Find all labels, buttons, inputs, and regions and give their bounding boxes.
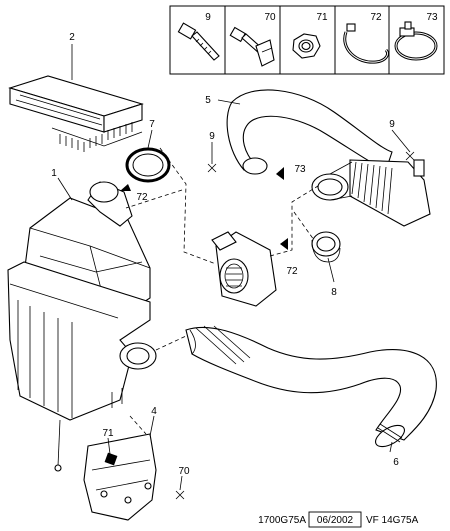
air-filter-element [8, 75, 144, 152]
panel-label-worm-clamp: 73 [426, 12, 438, 23]
mounting-bracket [83, 433, 157, 521]
bracket-nut-marker [104, 452, 118, 466]
callout-72-meter: 72 [286, 266, 298, 277]
upper-air-duct [226, 89, 431, 227]
pointer-markers [120, 151, 415, 500]
callout-71: 71 [102, 428, 114, 439]
callout-1: 1 [51, 168, 57, 179]
callout-7: 7 [149, 119, 155, 130]
footer-ref-code: 1700G75A [258, 515, 306, 526]
panel-label-screw: 9 [205, 12, 211, 23]
lower-air-duct [185, 325, 437, 448]
hose-clamp-icon [343, 23, 390, 64]
air-filter-housing [7, 181, 157, 472]
leader-lines [57, 44, 411, 491]
panel-label-bolt: 70 [264, 12, 276, 23]
callout-labels: 2 7 72 1 5 9 73 9 72 8 4 71 70 6 [51, 32, 399, 477]
assembly-lines [125, 147, 319, 435]
callout-9-right: 9 [389, 119, 395, 130]
worm-clamp-icon [394, 21, 438, 61]
callout-70: 70 [178, 466, 190, 477]
seal-ring [125, 147, 171, 183]
rubber-sleeve [311, 231, 341, 263]
callout-5: 5 [205, 95, 211, 106]
footer-date: 06/2002 [317, 515, 354, 526]
callout-6: 6 [393, 457, 399, 468]
footer-drawing-code: VF 14G75A [366, 515, 419, 526]
footer-references: 1700G75A 06/2002 VF 14G75A [258, 511, 419, 528]
callout-72-seal: 72 [136, 192, 148, 203]
air-flow-meter [211, 231, 277, 307]
panel-label-nut: 71 [316, 12, 328, 23]
callout-2: 2 [69, 32, 75, 43]
screw-icon [177, 22, 220, 61]
bolt-with-clip-icon [229, 26, 275, 67]
callout-4: 4 [151, 406, 157, 417]
parts-reference-panel: 9 70 71 72 73 [169, 5, 445, 75]
panel-label-clamp: 72 [370, 12, 382, 23]
callout-8: 8 [331, 287, 337, 298]
callout-73: 73 [294, 164, 306, 175]
nut-icon [292, 33, 321, 59]
callout-9-left: 9 [209, 131, 215, 142]
